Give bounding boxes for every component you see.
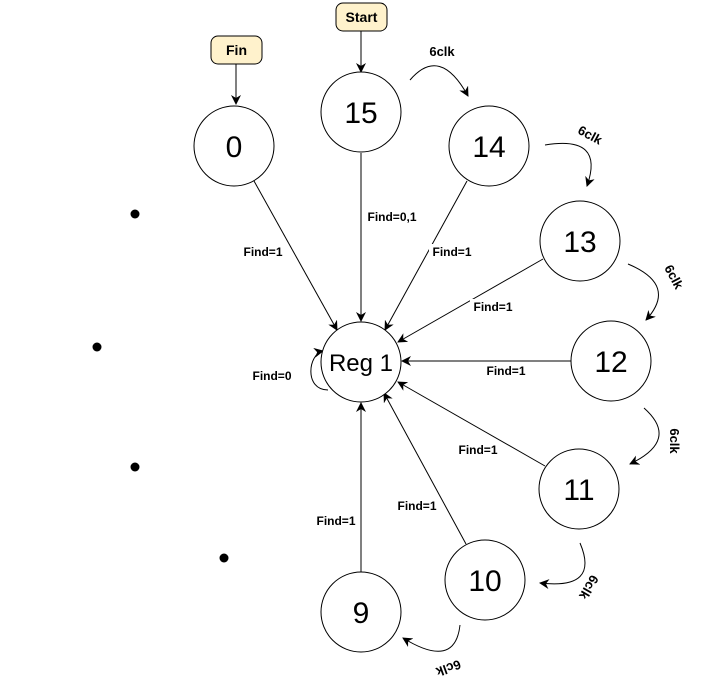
edge-0-to-reg bbox=[253, 180, 338, 331]
label-find-0: Find=1 bbox=[243, 245, 282, 259]
fin-tag: Fin bbox=[210, 35, 263, 65]
clk-arc-15-14 bbox=[409, 65, 469, 97]
clk-label-13-12: 6clk bbox=[661, 262, 686, 292]
state-14: 14 bbox=[448, 105, 530, 187]
clk-arc-14-13 bbox=[544, 142, 595, 187]
clk-label-10-9: 6clk bbox=[433, 657, 463, 680]
state-13: 13 bbox=[539, 200, 621, 282]
start-label: Start bbox=[346, 9, 378, 25]
clk-label-12-11: 6clk bbox=[667, 428, 682, 454]
state-reg-1: Reg 1 bbox=[320, 321, 402, 403]
label-find-9: Find=1 bbox=[316, 514, 355, 528]
state-9-label: 9 bbox=[353, 597, 370, 630]
label-find-13: Find=1 bbox=[473, 300, 512, 314]
ellipsis-dot bbox=[130, 209, 140, 219]
clk-label-14-13: 6clk bbox=[575, 122, 605, 147]
state-15-label: 15 bbox=[344, 97, 377, 130]
ellipsis-dot bbox=[219, 553, 229, 563]
state-reg-1-label: Reg 1 bbox=[329, 350, 393, 377]
edge-10-to-reg bbox=[383, 392, 467, 545]
state-11-label: 11 bbox=[563, 474, 594, 507]
ellipsis-dot bbox=[130, 462, 140, 472]
clk-arc-10-9 bbox=[402, 624, 461, 652]
state-13-label: 13 bbox=[563, 226, 596, 259]
state-10: 10 bbox=[444, 539, 526, 621]
start-tag: Start bbox=[335, 2, 388, 32]
label-find-12: Find=1 bbox=[486, 364, 525, 378]
edge-11-to-reg bbox=[397, 381, 546, 467]
clk-arc-12-11 bbox=[629, 407, 660, 465]
clk-label-15-14: 6clk bbox=[429, 44, 455, 59]
label-find-11: Find=1 bbox=[458, 443, 497, 457]
state-9: 9 bbox=[320, 571, 402, 653]
state-10-label: 10 bbox=[468, 565, 501, 598]
ellipsis-dot bbox=[92, 342, 102, 352]
self-loop bbox=[310, 347, 329, 391]
fin-label: Fin bbox=[226, 42, 247, 58]
clk-arc-13-12 bbox=[627, 263, 659, 321]
edge-14-to-reg bbox=[384, 180, 468, 331]
state-0-label: 0 bbox=[226, 131, 243, 164]
state-11: 11 bbox=[538, 448, 620, 530]
clk-arc-11-10 bbox=[539, 542, 586, 590]
state-12-label: 12 bbox=[594, 346, 627, 379]
transition-labels: Find=1 Find=0,1 Find=1 Find=1 Find=1 Fin… bbox=[240, 209, 529, 529]
label-find-15: Find=0,1 bbox=[367, 210, 416, 224]
label-find-self: Find=0 bbox=[252, 369, 291, 383]
state-15: 15 bbox=[320, 71, 402, 153]
label-find-14: Find=1 bbox=[432, 245, 471, 259]
label-find-10: Find=1 bbox=[397, 499, 436, 513]
state-12: 12 bbox=[570, 320, 652, 402]
state-14-label: 14 bbox=[472, 131, 505, 164]
state-0: 0 bbox=[193, 105, 275, 187]
